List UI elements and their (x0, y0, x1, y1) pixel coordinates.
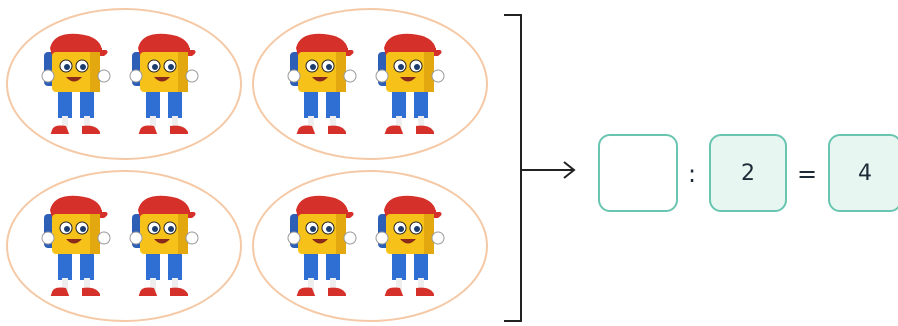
answer-input-box[interactable] (598, 134, 678, 212)
divide-operator: : (688, 160, 696, 188)
divisor-box: 2 (709, 134, 787, 212)
mascot-icon (40, 28, 112, 144)
mascot-group-3 (6, 170, 242, 322)
mascot-icon (286, 28, 358, 144)
equals-operator: = (797, 160, 817, 188)
mascot-icon (374, 190, 446, 306)
mascot-group-2 (252, 8, 488, 160)
mascot-icon (286, 190, 358, 306)
mascot-group-1 (6, 8, 242, 160)
mascot-icon (40, 190, 112, 306)
mascot-icon (374, 28, 446, 144)
mascot-icon (128, 190, 200, 306)
arrow-right-icon (522, 158, 578, 182)
mascot-group-4 (252, 170, 488, 322)
quotient-box: 4 (828, 134, 898, 212)
grouping-bracket (504, 14, 522, 322)
mascot-icon (128, 28, 200, 144)
